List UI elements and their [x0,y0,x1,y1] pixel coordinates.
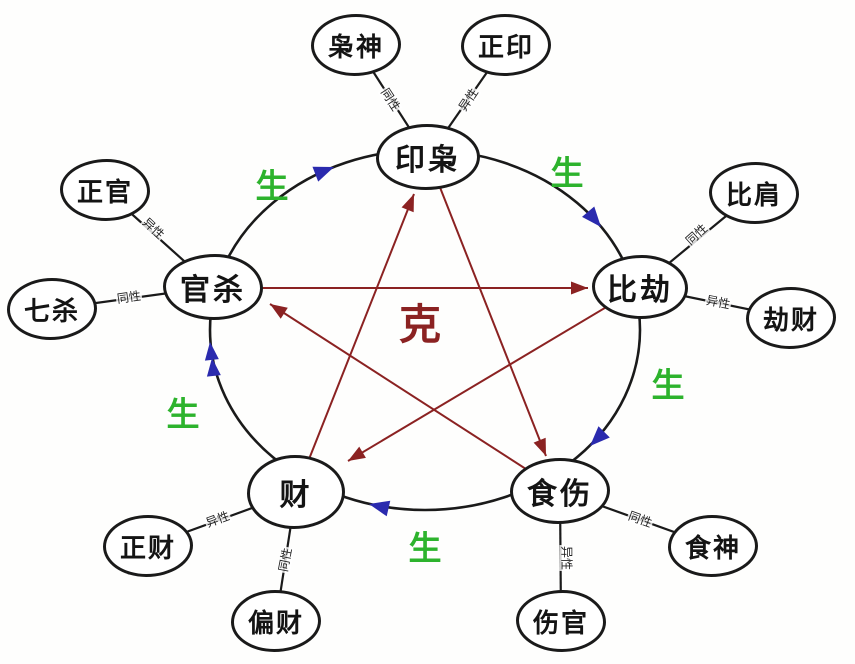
relation-label-bijian: 同性 [682,221,712,249]
node-qisha: 七杀 [7,278,97,340]
node-zhengcai-label: 正财 [119,533,176,564]
relation-label-jiecai: 异性 [703,293,733,312]
node-piancai: 偏财 [231,590,321,652]
node-shangguan-label: 伤官 [532,608,589,639]
sheng-label-right: 生 [651,365,685,405]
node-zhengyin-label: 正印 [477,32,534,63]
node-xiaoshen: 枭神 [311,14,401,76]
node-qisha-label: 七杀 [23,296,80,327]
node-zhengguan: 正官 [60,159,150,221]
sheng-label-bottom: 生 [408,528,442,568]
relation-label-piancai: 同性 [276,545,295,575]
node-shishen-label: 食神 [684,533,741,564]
node-yinxiao-label: 印枭 [395,143,461,178]
node-bijie-label: 比劫 [607,273,673,308]
node-shangguan: 伤官 [516,590,606,652]
sheng-label-top-left: 生 [255,166,289,206]
relation-label-shishen: 同性 [625,508,655,531]
node-jiecai: 劫财 [746,287,836,349]
relation-label-shangguan: 异性 [559,544,574,572]
relation-label-qisha: 同性 [115,288,143,307]
node-bijie: 比劫 [592,255,688,319]
ke-center-label: 克 [398,300,442,349]
sheng-label-top-right: 生 [550,153,584,193]
node-zhengyin: 正印 [461,14,551,76]
node-piancai-label: 偏财 [247,608,304,639]
node-cai-label: 财 [279,478,313,513]
node-yinxiao: 印枭 [376,124,480,190]
node-guansha: 官杀 [163,254,263,320]
node-zhengcai: 正财 [103,515,193,577]
node-shishen: 食神 [668,515,758,577]
sheng-label-left: 生 [166,394,200,434]
relation-label-zhengcai: 异性 [203,508,233,531]
node-guansha-label: 官杀 [180,273,246,308]
relation-label-zhengguan: 异性 [138,215,168,243]
node-cai: 财 [247,455,345,529]
node-zhengguan-label: 正官 [76,177,133,208]
node-jiecai-label: 劫财 [762,305,819,336]
node-shishang-label: 食伤 [527,477,593,512]
node-shishang: 食伤 [510,458,610,524]
node-bijian: 比肩 [709,162,799,224]
node-xiaoshen-label: 枭神 [327,32,384,63]
relation-label-zhengyin: 异性 [455,85,482,115]
relation-label-xiaoshen: 同性 [377,85,403,115]
node-bijian-label: 比肩 [725,180,782,211]
